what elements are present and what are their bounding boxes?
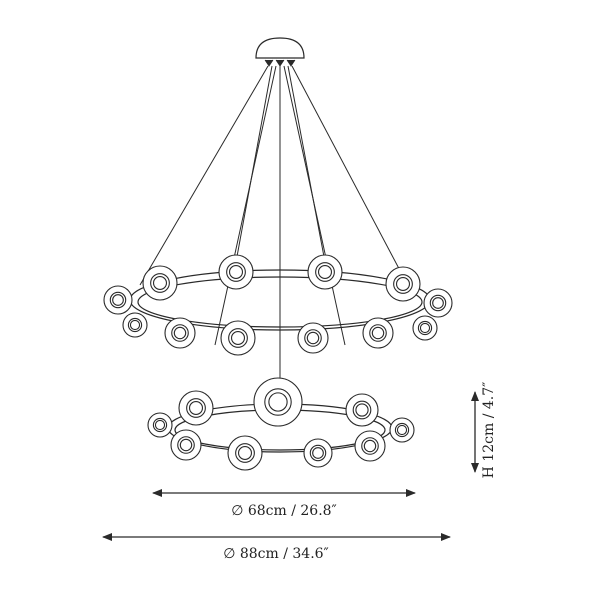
- lamp-shade: [389, 417, 415, 443]
- lamp-shade: [354, 430, 386, 462]
- suspension-wire: [235, 65, 273, 263]
- lamp-shade: [164, 317, 196, 349]
- suspension-wire: [214, 65, 277, 346]
- lamp-shade: [362, 317, 394, 349]
- lamp-shade: [227, 435, 263, 471]
- lamp-shade: [178, 390, 214, 426]
- lamp-shade: [103, 285, 133, 315]
- lamp-shade: [253, 377, 303, 427]
- lamp-shade: [147, 412, 173, 438]
- inner-diameter-label: ∅ 68cm / 26.8″: [231, 503, 337, 519]
- lamp-shade: [303, 438, 333, 468]
- canopy: [255, 37, 305, 67]
- lamp-shade: [122, 312, 148, 338]
- suspension-wire: [287, 65, 326, 263]
- lamp-shade: [170, 429, 202, 461]
- lamp-shade: [220, 320, 256, 356]
- lamp-shade: [307, 254, 343, 290]
- lamp-shade: [423, 288, 453, 318]
- lamp-shade: [218, 254, 254, 290]
- outer-diameter-label: ∅ 88cm / 34.6″: [223, 546, 329, 562]
- lamp-shade: [412, 315, 438, 341]
- lamp-shade: [142, 265, 178, 301]
- lamp-shade: [345, 393, 379, 427]
- suspension-wire: [139, 65, 269, 286]
- lamp-shade: [385, 266, 421, 302]
- lamp-shade: [297, 322, 329, 354]
- suspension-wire: [291, 65, 406, 281]
- suspension-wire: [283, 65, 346, 346]
- height-label: H 12cm / 4.7″: [481, 381, 497, 479]
